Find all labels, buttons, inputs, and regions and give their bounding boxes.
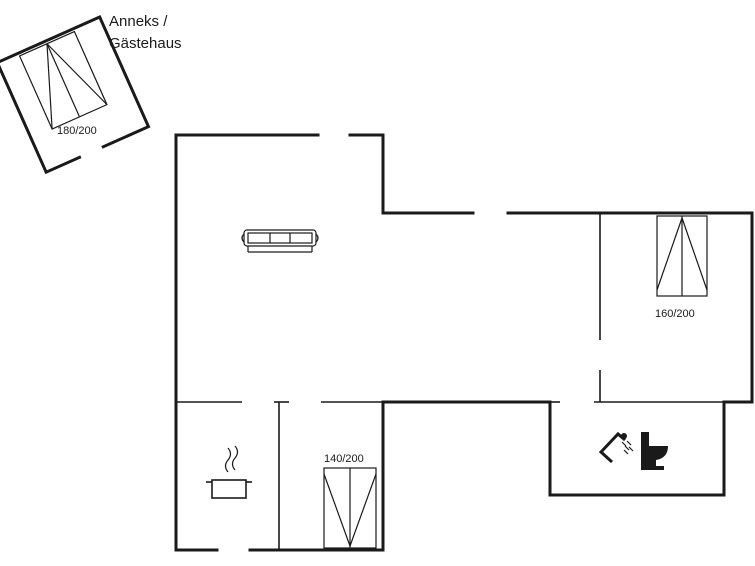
cooking-pot-icon: [206, 445, 252, 499]
bed-right-icon: [656, 215, 708, 297]
bed-bottom-label: 140/200: [324, 453, 364, 465]
interior-walls: [176, 213, 724, 550]
shower-icon: [598, 431, 634, 464]
annex-bed-icon: [18, 30, 108, 130]
bed-bottom-icon: [323, 467, 377, 549]
annex-building: 180/200 Anneks / Gästehaus: [0, 13, 182, 175]
bed-right-label: 160/200: [655, 308, 695, 320]
annex-door-gap: [79, 145, 103, 160]
sofa-icon: [241, 229, 319, 253]
toilet-icon: [641, 432, 668, 470]
annex-bed-label: 180/200: [57, 125, 97, 137]
annex-title-line2: Gästehaus: [109, 35, 182, 52]
annex-title-line1: Anneks /: [109, 13, 168, 30]
main-house-walls: [174, 133, 754, 552]
